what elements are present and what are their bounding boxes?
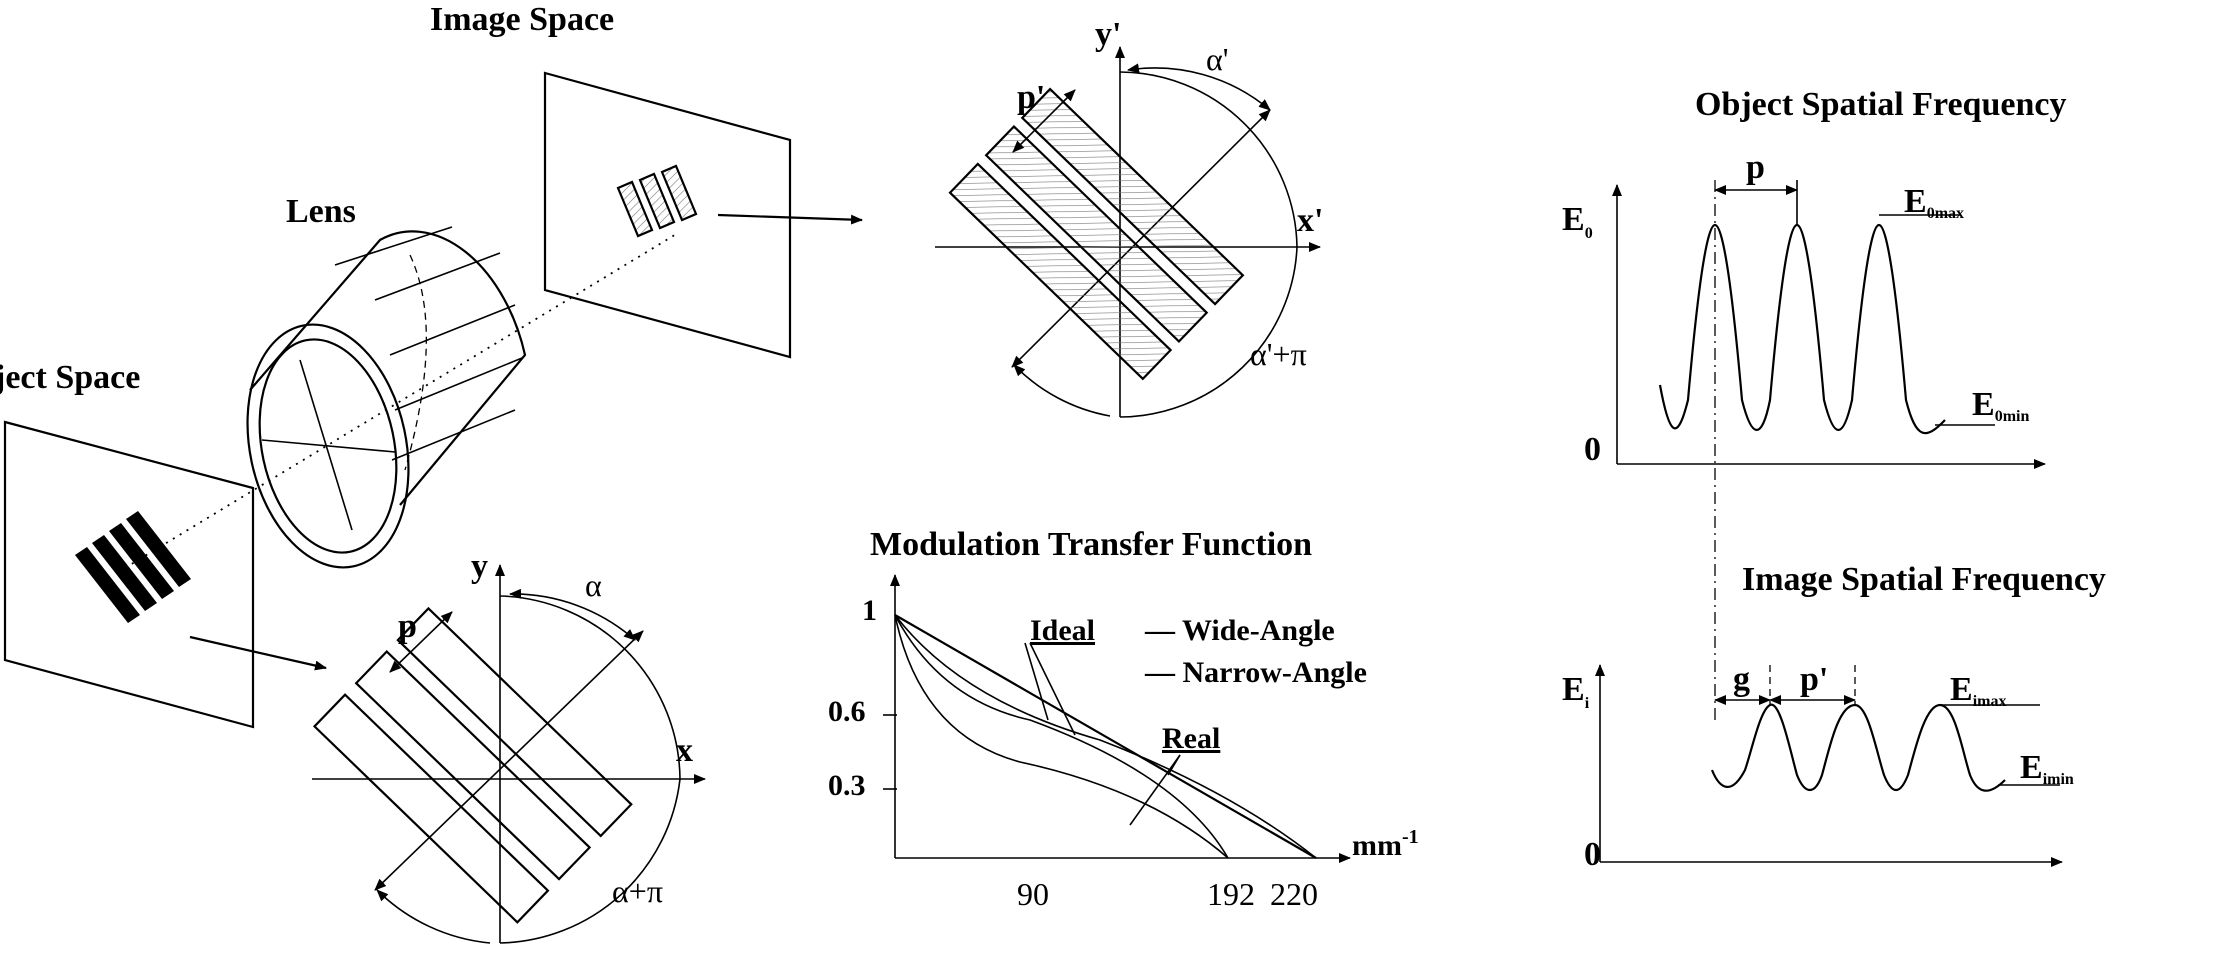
- mtf-real-label: Real: [1162, 722, 1220, 755]
- image-freq-ylabel: Ei: [1562, 671, 1590, 712]
- image-space-plane: [543, 71, 863, 359]
- object-freq-title: Object Spatial Frequency: [1695, 86, 2066, 123]
- object-direction-arrow: [374, 630, 644, 891]
- object-freq-emax: E0max: [1904, 183, 1964, 222]
- image-orientation-plot: y' x' p' α' α'+π: [935, 16, 1323, 418]
- image-y-label: y': [1095, 16, 1121, 53]
- image-freq-emax: Eimax: [1950, 671, 2006, 710]
- object-freq-ylabel: E0: [1562, 201, 1593, 242]
- object-alpha-arc: [509, 588, 636, 641]
- object-p-dimension: [389, 611, 453, 673]
- mtf-ideal-wide: [894, 614, 1317, 859]
- image-alpha-pi-label: α'+π: [1250, 336, 1307, 372]
- mtf-ytick-1: 1: [862, 594, 877, 627]
- image-space-label: Image Space: [430, 1, 614, 38]
- mtf-chart: Modulation Transfer Function 1 0.6 0.3 9…: [828, 526, 1419, 912]
- object-arrow: [189, 635, 327, 671]
- mtf-title: Modulation Transfer Function: [870, 526, 1312, 563]
- image-p-label: p': [1017, 79, 1045, 116]
- object-alpha-pi-arc: [376, 889, 491, 944]
- object-x-label: x: [676, 732, 693, 769]
- image-freq-wave: [1710, 703, 2006, 792]
- image-frequency-chart: Image Spatial Frequency g p' Ei 0 Eimax …: [1562, 561, 2106, 873]
- object-frequency-chart: Object Spatial Frequency p E0 0 E0max E0…: [1562, 86, 2066, 720]
- object-p-label: p: [398, 608, 417, 645]
- object-bars: [312, 606, 633, 924]
- object-freq-wave: [1658, 223, 1946, 435]
- mtf-ytick-0-6: 0.6: [828, 695, 866, 728]
- mtf-ytick-0-3: 0.3: [828, 769, 866, 802]
- image-freq-zero: 0: [1584, 836, 1601, 873]
- mtf-wide-label: — Wide-Angle: [1144, 614, 1335, 647]
- mtf-x-unit: mm-1: [1352, 826, 1419, 862]
- mtf-xtick-192: 192: [1207, 876, 1255, 912]
- object-orientation-plot: y x p α α+π: [312, 548, 706, 944]
- mtf-ideal-label: Ideal: [1030, 614, 1095, 647]
- image-x-label: x': [1297, 202, 1323, 239]
- object-space-label: ject Space: [0, 359, 140, 396]
- image-p-dimension: [1012, 89, 1076, 153]
- mtf-real-narrow: [894, 614, 1229, 859]
- image-arrow: [717, 213, 863, 225]
- object-freq-p-label: p: [1746, 149, 1765, 186]
- image-freq-g-label: g: [1733, 661, 1750, 698]
- image-alpha-label: α': [1206, 41, 1229, 77]
- mtf-xtick-90: 90: [1017, 876, 1049, 912]
- mtf-ideal-narrow: [894, 614, 1317, 859]
- mtf-narrow-label: — Narrow-Angle: [1144, 656, 1367, 689]
- image-alpha-pi-arc: [1013, 364, 1111, 417]
- image-direction-arrow: [1011, 109, 1271, 368]
- image-grating: [616, 164, 698, 238]
- image-alpha-arc: [1127, 63, 1271, 111]
- image-freq-p-label: p': [1800, 661, 1828, 698]
- object-freq-zero: 0: [1584, 431, 1601, 468]
- image-freq-emin: Eimin: [2020, 749, 2074, 788]
- image-bars: [948, 87, 1245, 381]
- object-grating: [75, 511, 191, 623]
- object-alpha-label: α: [585, 567, 602, 603]
- object-y-label: y: [471, 548, 488, 585]
- mtf-real-wide: [894, 614, 1229, 859]
- object-space-plane: [3, 420, 327, 729]
- mtf-xtick-220: 220: [1270, 876, 1318, 912]
- lens: [246, 226, 527, 569]
- image-freq-title: Image Spatial Frequency: [1742, 561, 2106, 598]
- object-alpha-pi-label: α+π: [612, 873, 663, 909]
- lens-label: Lens: [286, 193, 356, 230]
- object-freq-emin: E0min: [1972, 386, 2029, 425]
